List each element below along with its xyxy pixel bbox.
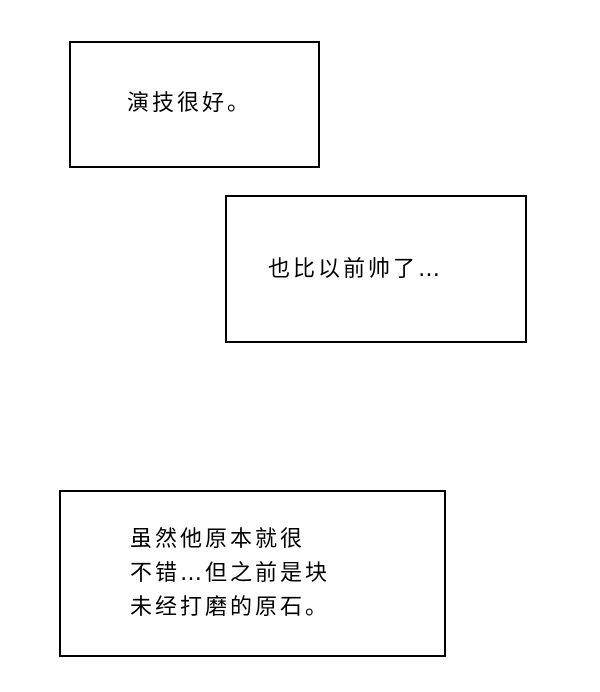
- caption-text-2: 也比以前帅了…: [268, 259, 443, 281]
- caption-3-line-1: 虽然他原本就很: [130, 527, 306, 552]
- caption-box-2: [225, 195, 527, 343]
- caption-text-1: 演技很好。: [127, 93, 252, 115]
- caption-1-line-1: 演技很好。: [127, 91, 253, 116]
- caption-3-line-2: 不错…但之前是块: [130, 561, 331, 586]
- caption-box-3: [59, 490, 446, 657]
- caption-3-line-3: 未经打磨的原石。: [130, 595, 331, 620]
- caption-text-3: 虽然他原本就很 不错…但之前是块 未经打磨的原石。: [130, 523, 330, 625]
- caption-box-1: [69, 41, 320, 168]
- caption-2-line-1: 也比以前帅了…: [268, 257, 444, 282]
